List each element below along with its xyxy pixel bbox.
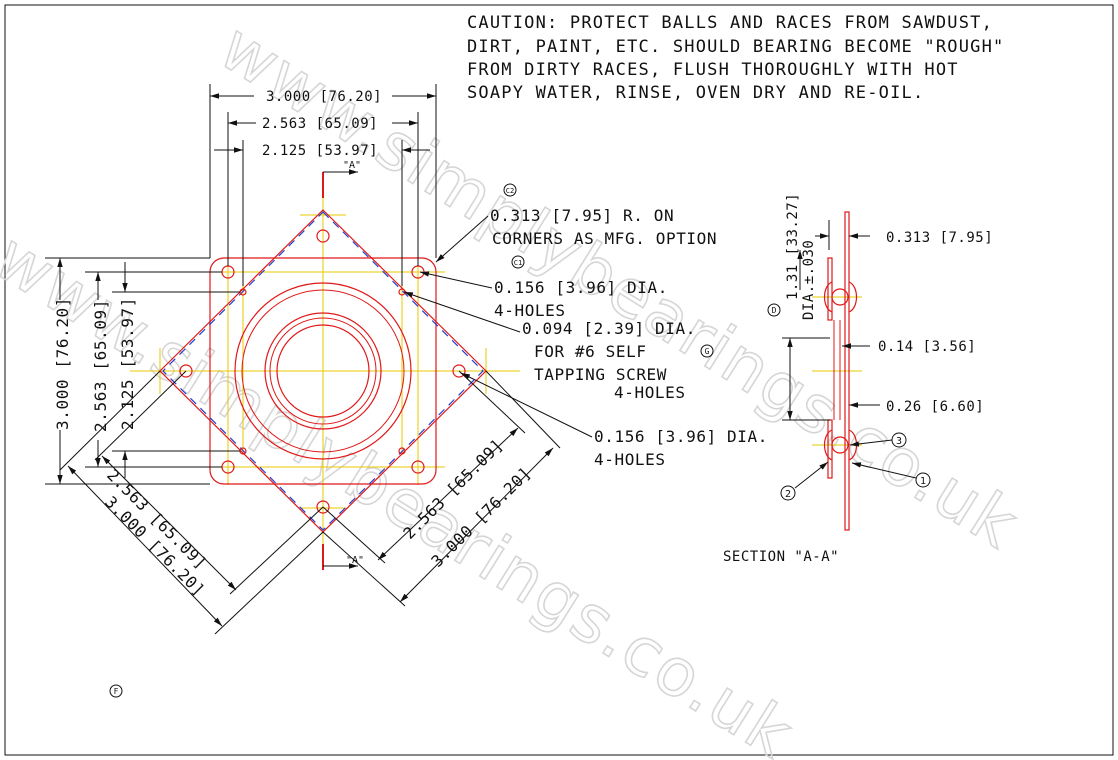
callout-screw-4: 4-HOLES — [614, 383, 686, 402]
callouts: 0.313 [7.95] R. ON CORNERS AS MFG. OPTIO… — [403, 206, 768, 469]
top-dimensions: 3.000 [76.20] 2.563 [65.09] 2.125 [53.97… — [209, 84, 437, 286]
section-dim-thickness: 0.313 [7.95] — [886, 230, 993, 246]
callout-holes-top-1: 0.156 [3.96] DIA. — [494, 278, 668, 297]
caution-line-1: CAUTION: PROTECT BALLS AND RACES FROM SA… — [467, 13, 993, 33]
dim-left-3000: 3.000 [76.20] — [53, 297, 72, 430]
callout-screw-2: FOR #6 SELF — [534, 342, 647, 361]
symbol-c1: C1 — [514, 259, 522, 267]
symbol-d: D — [772, 306, 777, 315]
caution-line-4: SOAPY WATER, RINSE, OVEN DRY AND RE-OIL. — [467, 83, 924, 103]
section-a-a: 0.313 [7.95] 1.31 [33.27] DIA.±.030 0.14… — [723, 193, 993, 565]
caution-line-3: FROM DIRTY RACES, FLUSH THOROUGHLY WITH … — [467, 60, 959, 80]
caution-note: CAUTION: PROTECT BALLS AND RACES FROM SA… — [467, 13, 1004, 103]
callout-screw-3: TAPPING SCREW — [534, 365, 667, 384]
dim-left-2563: 2.563 [65.09] — [91, 299, 110, 432]
part-1: 1 — [920, 476, 926, 487]
section-dim-low: 0.26 [6.60] — [886, 399, 984, 415]
caution-line-2: DIRT, PAINT, ETC. SHOULD BEARING BECOME … — [467, 37, 1004, 57]
symbol-f: F — [114, 687, 119, 696]
section-dim-height-1: 1.31 [33.27] — [785, 193, 801, 300]
part-3: 3 — [896, 436, 902, 447]
callout-radius-2: CORNERS AS MFG. OPTION — [492, 229, 717, 248]
section-title: SECTION "A-A" — [723, 549, 839, 565]
dim-top-2563: 2.563 [65.09] — [262, 116, 378, 132]
symbol-c2: C2 — [506, 187, 514, 195]
part-2: 2 — [785, 489, 791, 500]
section-marker-top: "A" — [343, 160, 361, 171]
callout-holes-top-2: 4-HOLES — [494, 301, 566, 320]
dim-top-2125: 2.125 [53.97] — [262, 143, 378, 159]
section-dim-mid: 0.14 [3.56] — [878, 339, 976, 355]
callout-screw-1: 0.094 [2.39] DIA. — [522, 319, 696, 338]
callout-radius-1: 0.313 [7.95] R. ON — [490, 206, 674, 225]
section-dim-height-2: DIA.±.030 — [801, 240, 817, 320]
drawing-border — [4, 4, 1114, 756]
dim-top-3000: 3.000 [76.20] — [266, 89, 382, 105]
watermark: www.simplybearings.co.uk www.simplybeari… — [0, 7, 1033, 760]
callout-holes-bottom-2: 4-HOLES — [594, 450, 666, 469]
dim-left-2125: 2.125 [53.97] — [118, 297, 137, 430]
callout-holes-bottom-1: 0.156 [3.96] DIA. — [594, 427, 768, 446]
reference-symbols: C2 C1 D G F — [109, 183, 781, 698]
symbol-g: G — [705, 347, 710, 356]
square-plate — [209, 257, 437, 485]
